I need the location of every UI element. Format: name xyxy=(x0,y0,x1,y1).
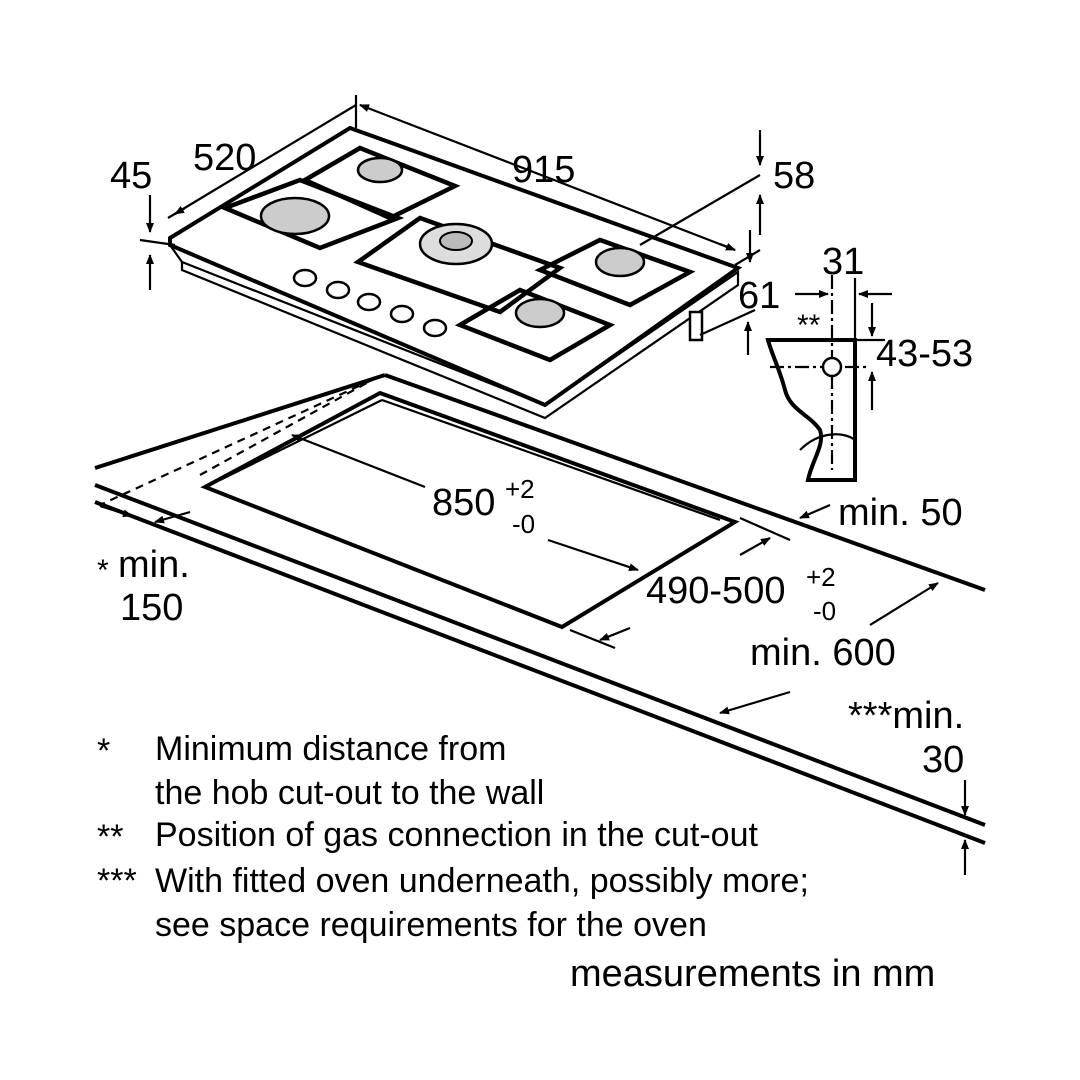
min-side-value: 150 xyxy=(120,587,183,629)
units-label: measurements in mm xyxy=(570,953,936,995)
note-text: Position of gas connection in the cut-ou… xyxy=(155,816,758,854)
hob xyxy=(168,125,743,420)
dimension-lines xyxy=(139,95,764,355)
note-text: the hob cut-out to the wall xyxy=(155,774,545,812)
gas-offset-label: 31 xyxy=(822,241,864,283)
cutout-width-label: 850 xyxy=(432,482,495,524)
gas-marker-label: ** xyxy=(797,309,821,342)
height-top-label: 58 xyxy=(773,155,815,197)
cutout-width-tol-minus: -0 xyxy=(512,509,535,539)
cutout xyxy=(99,379,740,630)
gas-height-label: 43-53 xyxy=(876,333,973,375)
height-bottom-label: 61 xyxy=(738,275,780,317)
gas-connection-detail xyxy=(765,275,892,482)
min-back-label: min. 50 xyxy=(838,492,963,534)
burner-icon xyxy=(259,156,646,329)
control-knob-icon xyxy=(292,268,448,338)
min-below-value: 30 xyxy=(922,739,964,781)
worktop xyxy=(94,373,986,845)
note-text: With fitted oven underneath, possibly mo… xyxy=(155,862,809,900)
note-marker: *** xyxy=(97,862,137,900)
cutout-depth-tol-minus: -0 xyxy=(813,596,836,626)
min-below-label: ***min. xyxy=(848,695,964,737)
note-marker: * xyxy=(97,732,111,770)
note-text: see space requirements for the oven xyxy=(155,906,707,944)
cutout-depth-tol-plus: +2 xyxy=(806,562,836,592)
cutout-depth-label: 490-500 xyxy=(646,570,785,612)
dimension-labels: 45 520 915 58 61 31 ** 43-53 850 +2 -0 4… xyxy=(97,137,973,781)
min-side-star: * xyxy=(97,554,109,587)
width-depth-label: 520 xyxy=(193,137,256,179)
note-marker: ** xyxy=(97,818,124,856)
cutout-dimension-lines xyxy=(99,433,969,875)
cutout-width-tol-plus: +2 xyxy=(505,474,535,504)
depth-label: 45 xyxy=(110,155,152,197)
width-label: 915 xyxy=(512,149,575,191)
note-text: Minimum distance from xyxy=(155,730,507,768)
min-side-label: min. xyxy=(118,544,190,586)
min-worktop-label: min. 600 xyxy=(750,632,896,674)
